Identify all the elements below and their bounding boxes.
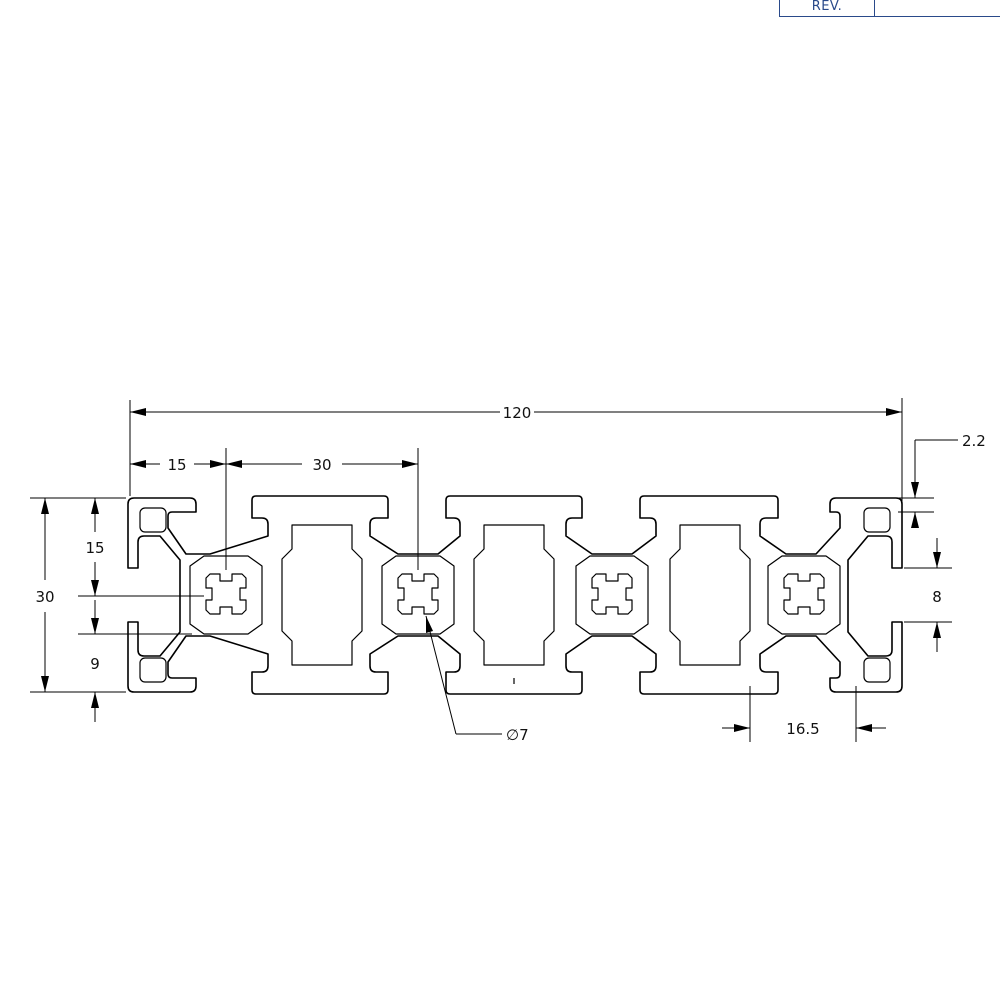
dim-lower-offset-label: 9: [90, 655, 100, 673]
core-web-1: [189, 555, 263, 635]
dim-half-height: 15: [78, 498, 204, 597]
dim-wall-thickness-label: 2.2: [962, 432, 986, 450]
dim-height-label: 30: [35, 588, 54, 606]
dim-height: 30: [30, 497, 126, 693]
core-cavities: [189, 555, 841, 635]
core-web-2: [381, 555, 455, 635]
corner-hole-bottom-left: [139, 657, 167, 683]
profile-outline: [127, 495, 903, 695]
dim-overall-width-label: 120: [503, 404, 532, 422]
large-cavity-1: [281, 524, 363, 666]
title-block: [779, 0, 1000, 17]
dim-core-hole: ∅7: [425, 615, 529, 744]
dim-slot-pitch: 30: [226, 448, 419, 570]
dim-slot-pitch-label: 30: [312, 456, 331, 474]
dim-core-hole-label: ∅7: [506, 726, 529, 744]
dim-slot-offset: 15: [130, 448, 227, 570]
dim-slot-opening: 8: [904, 538, 952, 652]
large-cavity-3: [669, 524, 751, 666]
large-cavities: [281, 524, 751, 684]
dim-pocket-width-label: 16.5: [786, 720, 819, 738]
dim-wall-thickness: 2.2: [898, 432, 986, 528]
core-cavity-1: [205, 573, 247, 615]
corner-hole-bottom-right: [863, 657, 891, 683]
dim-half-height-label: 15: [85, 539, 104, 557]
corner-hole-top-right: [863, 507, 891, 533]
core-web-3: [575, 555, 649, 635]
dim-lower-offset: 9: [78, 600, 192, 722]
core-cavity-4: [783, 573, 825, 615]
core-cavity-3: [591, 573, 633, 615]
dim-slot-offset-label: 15: [167, 456, 186, 474]
dim-overall-width: 120: [129, 398, 903, 568]
corner-hole-top-left: [139, 507, 167, 533]
core-web-4: [767, 555, 841, 635]
corner-holes: [139, 507, 891, 683]
large-cavity-2: [473, 524, 555, 666]
revision-label: REV.: [811, 0, 843, 14]
core-cavity-2: [397, 573, 439, 615]
dim-pocket-width: 16.5: [722, 686, 886, 742]
title-block-divider: [874, 0, 875, 17]
dim-slot-opening-label: 8: [932, 588, 942, 606]
